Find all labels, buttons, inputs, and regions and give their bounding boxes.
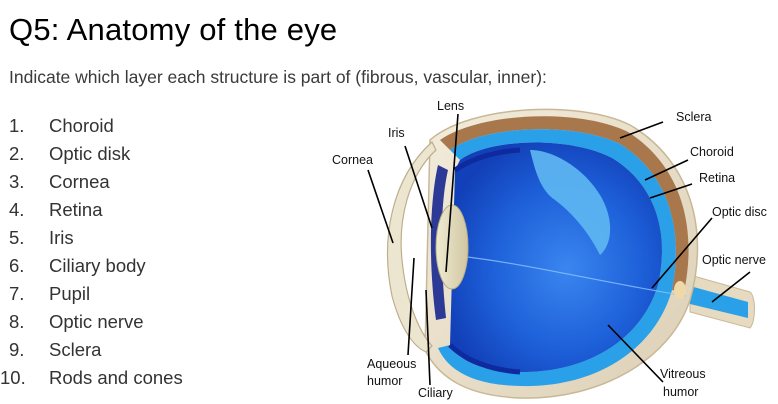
label-choroid: Choroid <box>690 145 734 159</box>
choroid-shape <box>440 116 689 292</box>
list-item: 8. Optic nerve <box>9 308 183 336</box>
item-number: 8. <box>9 311 25 332</box>
item-label: Optic nerve <box>49 311 144 332</box>
label-aqueous-line1: Aqueous <box>367 357 416 371</box>
label-vitreous-line1: Vitreous <box>660 367 706 381</box>
optic-nerve-core <box>690 286 748 318</box>
item-number: 7. <box>9 283 25 304</box>
item-label: Sclera <box>49 339 102 360</box>
item-label: Cornea <box>49 171 110 192</box>
list-item: 7. Pupil <box>9 280 183 308</box>
leader-lines <box>367 113 751 386</box>
label-optic-nerve: Optic nerve <box>702 253 766 267</box>
item-label: Optic disk <box>49 143 131 164</box>
item-label: Rods and cones <box>49 367 183 388</box>
item-label: Pupil <box>49 283 91 304</box>
label-iris: Iris <box>388 126 405 140</box>
item-label: Ciliary body <box>49 255 146 276</box>
item-label: Iris <box>49 227 74 248</box>
optic-disc-shape <box>674 281 686 299</box>
label-sclera: Sclera <box>676 110 711 124</box>
label-ciliary: Ciliary <box>418 386 453 400</box>
label-aqueous-line2: humor <box>367 374 402 388</box>
label-lens: Lens <box>437 99 464 113</box>
list-item: 1. Choroid <box>9 112 183 140</box>
item-label: Choroid <box>49 115 114 136</box>
item-number: 5. <box>9 227 25 248</box>
list-item: 2. Optic disk <box>9 140 183 168</box>
label-retina: Retina <box>699 171 735 185</box>
page-title: Q5: Anatomy of the eye <box>9 12 338 47</box>
list-item: 3. Cornea <box>9 168 183 196</box>
eye-diagram: Lens Iris Cornea Sclera Choroid Retina O… <box>332 99 767 400</box>
label-vitreous-line2: humor <box>663 385 698 399</box>
label-cornea: Cornea <box>332 153 373 167</box>
retina-shape <box>438 129 676 387</box>
item-number: 2. <box>9 143 25 164</box>
item-number: 6. <box>9 255 25 276</box>
item-number: 9. <box>9 339 25 360</box>
label-optic-disc: Optic disc <box>712 205 767 219</box>
item-number: 3. <box>9 171 25 192</box>
item-number: 4. <box>9 199 25 220</box>
item-number: 10. <box>0 367 26 388</box>
item-number: 1. <box>9 115 25 136</box>
list-item: 5. Iris <box>9 224 183 252</box>
structure-list: 1. Choroid 2. Optic disk 3. Cornea 4. Retina… <box>0 112 183 392</box>
list-item: 4. Retina <box>9 196 183 224</box>
retina-flap <box>530 150 611 255</box>
instructions: Indicate which layer each structure is p… <box>9 67 547 87</box>
item-label: Retina <box>49 199 103 220</box>
lens-shape <box>435 204 469 290</box>
vitreous-shape <box>450 142 662 372</box>
list-item: 6. Ciliary body <box>9 252 183 280</box>
list-item: 9. Sclera <box>9 336 183 364</box>
list-item: 10. Rods and cones <box>0 364 183 392</box>
